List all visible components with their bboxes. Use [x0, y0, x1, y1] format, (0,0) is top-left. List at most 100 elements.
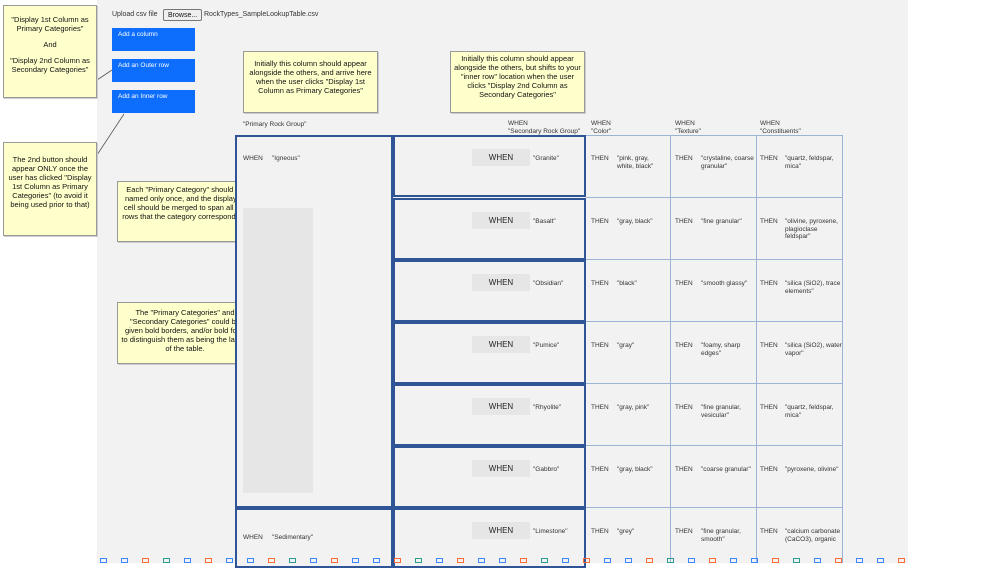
add-column-button[interactable]: Add a column: [112, 28, 195, 51]
browse-button[interactable]: Browse...: [163, 9, 203, 21]
footer-icon[interactable]: [709, 558, 716, 563]
header-constituents-when: WHEN: [760, 120, 780, 127]
constituents-value: "calcium carbonate (CaCO3), organic: [785, 528, 841, 543]
footer-icon[interactable]: [898, 558, 905, 563]
secondary-when-label: WHEN: [472, 522, 530, 539]
row-divider: [586, 321, 843, 322]
header-primary: "Primary Rock Group": [243, 121, 307, 128]
texture-value: "smooth glassy": [701, 280, 748, 287]
then-label: THEN: [675, 404, 693, 411]
primary-when-label: WHEN: [243, 534, 263, 541]
texture-value: "fine granular": [701, 218, 742, 225]
footer-icon[interactable]: [100, 558, 107, 563]
footer-icon[interactable]: [793, 558, 800, 563]
color-value: "gray, black": [617, 218, 653, 225]
then-label: THEN: [675, 466, 693, 473]
note-text: "Display 1st Column as Primary Categorie…: [11, 15, 89, 33]
footer-icon[interactable]: [604, 558, 611, 563]
secondary-name: "Obsidian": [533, 280, 564, 287]
color-value: "black": [617, 280, 637, 287]
upload-label: Upload csv file: [112, 11, 158, 18]
note-merge-cells: Each "Primary Category" should be named …: [117, 181, 253, 242]
texture-value: "crystaline, coarse granular": [701, 155, 754, 170]
footer-icon[interactable]: [373, 558, 380, 563]
footer-icon[interactable]: [247, 558, 254, 563]
footer-icon[interactable]: [394, 558, 401, 563]
footer-icon[interactable]: [625, 558, 632, 563]
secondary-when-label: WHEN: [472, 398, 530, 415]
texture-value: "fine granular, vesicular": [701, 404, 741, 419]
footer-icon[interactable]: [436, 558, 443, 563]
footer-icon[interactable]: [310, 558, 317, 563]
footer-icon[interactable]: [667, 558, 674, 563]
row-divider: [586, 445, 843, 446]
secondary-name: "Pumice": [533, 342, 560, 349]
footer-icon[interactable]: [646, 558, 653, 563]
add-outer-row-button[interactable]: Add an Outer row: [112, 59, 195, 82]
footer-icon[interactable]: [289, 558, 296, 563]
primary-name-igneous: "Igneous": [272, 155, 300, 162]
footer-icon[interactable]: [814, 558, 821, 563]
footer-icon[interactable]: [352, 558, 359, 563]
secondary-category-cell: [393, 384, 586, 446]
then-label: THEN: [591, 404, 609, 411]
secondary-when-label: WHEN: [472, 149, 530, 166]
footer-icon[interactable]: [688, 558, 695, 563]
footer-icon[interactable]: [856, 558, 863, 563]
secondary-name: "Limestone": [533, 528, 568, 535]
footer-icon[interactable]: [184, 558, 191, 563]
footer-icon[interactable]: [331, 558, 338, 563]
footer-icon[interactable]: [499, 558, 506, 563]
texture-value: "fine granular, smooth": [701, 528, 741, 543]
color-value: "gray, black": [617, 466, 653, 473]
secondary-category-cell: [393, 260, 586, 322]
row-divider: [586, 383, 843, 384]
add-inner-row-button[interactable]: Add an Inner row: [112, 90, 195, 113]
footer-icon[interactable]: [142, 558, 149, 563]
footer-icon[interactable]: [478, 558, 485, 563]
note-second-button: The 2nd button should appear ONLY once t…: [3, 142, 97, 236]
secondary-name: "Gabbro": [533, 466, 560, 473]
header-color-when: WHEN: [591, 120, 611, 127]
footer-icon[interactable]: [835, 558, 842, 563]
footer-icon[interactable]: [226, 558, 233, 563]
note-display-columns: "Display 1st Column as Primary Categorie…: [3, 5, 97, 98]
then-label: THEN: [760, 218, 778, 225]
footer-icon[interactable]: [121, 558, 128, 563]
footer-icon[interactable]: [772, 558, 779, 563]
secondary-when-label: WHEN: [472, 212, 530, 229]
note-secondary-column: Initially this column should appear alon…: [450, 51, 585, 113]
then-label: THEN: [591, 218, 609, 225]
footer-icon[interactable]: [163, 558, 170, 563]
secondary-category-cell: [393, 198, 586, 260]
then-label: THEN: [591, 528, 609, 535]
color-value: "gray, pink": [617, 404, 650, 411]
then-label: THEN: [760, 466, 778, 473]
footer-icon[interactable]: [751, 558, 758, 563]
primary-when-label: WHEN: [243, 155, 263, 162]
then-label: THEN: [760, 528, 778, 535]
footer-icon[interactable]: [730, 558, 737, 563]
secondary-category-cell: [393, 135, 586, 197]
footer-icon[interactable]: [583, 558, 590, 563]
secondary-category-cell: [393, 322, 586, 384]
footer-icon[interactable]: [457, 558, 464, 563]
note-text: "Display 2nd Column as Secondary Categor…: [10, 56, 90, 74]
color-value: "grey": [617, 528, 635, 535]
row-divider: [586, 135, 843, 136]
then-label: THEN: [675, 218, 693, 225]
footer-icon[interactable]: [877, 558, 884, 563]
secondary-when-label: WHEN: [472, 336, 530, 353]
then-label: THEN: [591, 280, 609, 287]
color-value: "pink, gray, white, black": [617, 155, 654, 170]
footer-icon[interactable]: [520, 558, 527, 563]
footer-icon[interactable]: [268, 558, 275, 563]
then-label: THEN: [675, 342, 693, 349]
footer-icon[interactable]: [562, 558, 569, 563]
footer-icon[interactable]: [415, 558, 422, 563]
footer-icon[interactable]: [205, 558, 212, 563]
constituents-value: "olivine, pyroxene, plagioclase feldspar…: [785, 218, 838, 240]
constituents-value: "pyroxene, olivine": [785, 466, 839, 473]
note-bold-borders: The "Primary Categories" and "Secondary …: [117, 302, 253, 364]
footer-icon[interactable]: [541, 558, 548, 563]
